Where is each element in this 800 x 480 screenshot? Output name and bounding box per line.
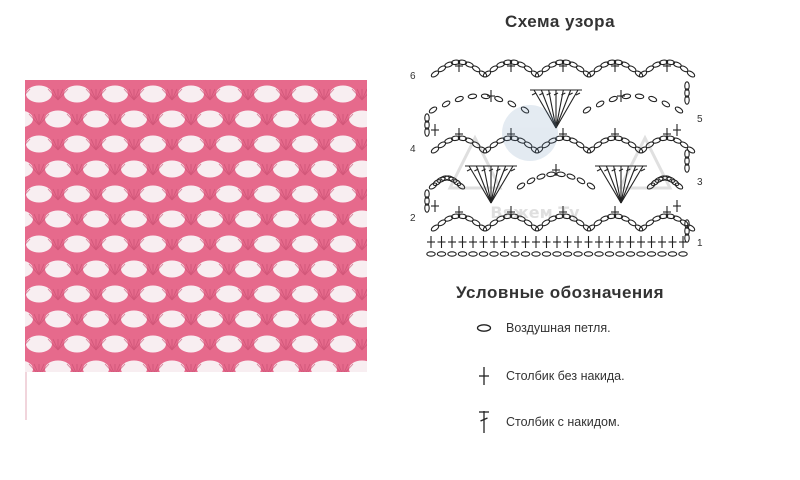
legend-label-double-crochet: Столбик с накидом.	[506, 415, 621, 429]
row-number-4: 4	[410, 144, 416, 155]
row-number-3: 3	[697, 177, 703, 188]
row-number-5: 5	[697, 114, 703, 125]
crochet-pattern-diagram: Вяжем Ту	[405, 38, 705, 268]
legend-item-double-crochet: Столбик с накидом.	[470, 410, 620, 434]
legend-label-single-crochet: Столбик без накида.	[506, 369, 625, 383]
row-number-6: 6	[410, 71, 416, 82]
svg-text:Вяжем Ту: Вяжем Ту	[490, 203, 580, 222]
chain-stitch-icon	[470, 316, 498, 340]
legend-item-single-crochet: Столбик без накида.	[470, 364, 625, 388]
single-crochet-icon	[470, 364, 498, 388]
scheme-title: Схема узора	[504, 12, 616, 31]
crochet-sample-photo	[25, 80, 367, 372]
row-number-2: 2	[410, 213, 416, 224]
legend-item-chain: Воздушная петля.	[470, 316, 611, 340]
row-number-1: 1	[697, 238, 703, 249]
photo-yarn-tail	[25, 372, 27, 420]
legend-label-chain: Воздушная петля.	[506, 321, 611, 335]
legend-title: Условные обозначения	[455, 283, 665, 302]
double-crochet-icon	[470, 410, 498, 434]
